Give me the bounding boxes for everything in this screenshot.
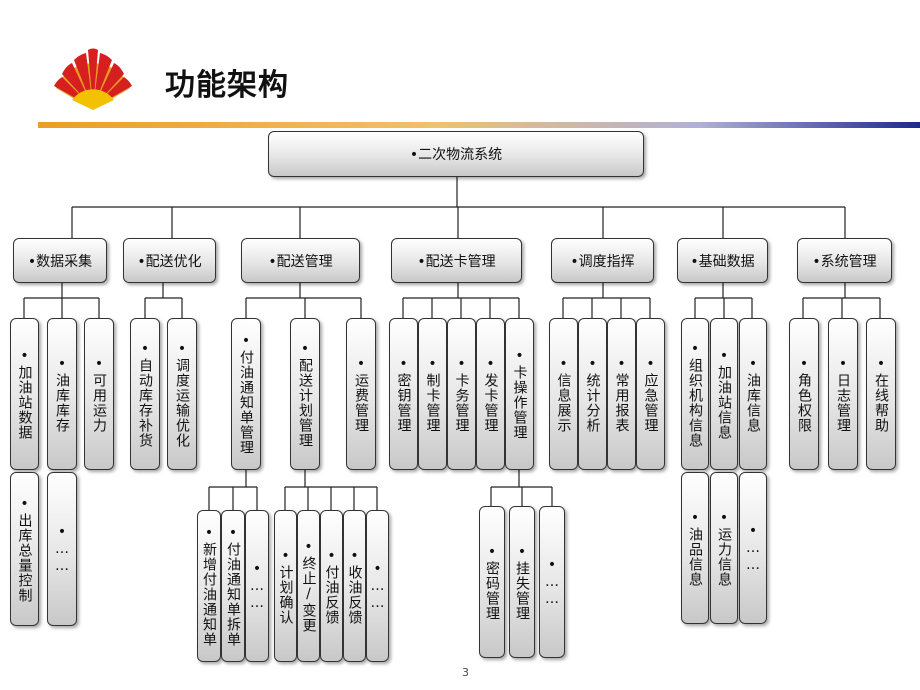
node-organization-info: •组织机构信息 (681, 318, 709, 470)
node-password-management: •密码管理 (479, 506, 505, 658)
group-delivery-management: •配送管理 (241, 238, 360, 283)
node-card-affairs: •卡务管理 (447, 318, 476, 470)
title-divider (38, 122, 920, 128)
group-basic-data: •基础数据 (677, 238, 768, 283)
node-new-notice: •新增付油通知单 (197, 510, 221, 662)
node-card-issuing: •发卡管理 (476, 318, 505, 470)
node-available-capacity: •可用运力 (84, 318, 114, 470)
node-online-help: •在线帮助 (866, 318, 896, 470)
node-freight-management: •运费管理 (346, 318, 376, 470)
node-emergency-management: •应急管理 (636, 318, 665, 470)
node-split-notice: •付油通知单拆单 (221, 510, 245, 662)
node-oil-product-info: •油品信息 (681, 472, 709, 624)
group-delivery-optimization: •配送优化 (123, 238, 216, 283)
node-outbound-control: •出库总量控制 (10, 472, 39, 626)
node-transport-optimization: •调度运输优化 (167, 318, 197, 470)
node-statistics: •统计分析 (578, 318, 607, 470)
node-station-data: •加油站数据 (10, 318, 39, 470)
page-title: 功能架构 (165, 68, 289, 103)
node-receipt-feedback: •收油反馈 (343, 510, 366, 662)
node-loss-report: •挂失管理 (509, 506, 535, 658)
node-more: •…… (366, 510, 389, 662)
node-delivery-feedback: •付油反馈 (320, 510, 343, 662)
node-more: •…… (739, 472, 767, 624)
node-delivery-notice-management: •付油通知单管理 (231, 318, 261, 470)
node-key-management: •密钥管理 (389, 318, 418, 470)
node-auto-replenish: •自动库存补货 (130, 318, 160, 470)
node-info-display: •信息展示 (549, 318, 578, 470)
page-number: 3 (462, 666, 469, 679)
node-more: •…… (245, 510, 269, 662)
node-card-operation: •卡操作管理 (505, 318, 534, 470)
group-system-management: •系统管理 (797, 238, 892, 283)
company-logo (54, 48, 132, 110)
node-depot-inventory: •油库库存 (47, 318, 77, 470)
node-more: •…… (539, 506, 565, 658)
node-more: •…… (47, 472, 77, 626)
node-delivery-plan-management: •配送计划管理 (290, 318, 320, 470)
node-log-management: •日志管理 (828, 318, 858, 470)
node-depot-info: •油库信息 (739, 318, 767, 470)
node-plan-confirm: •计划确认 (274, 510, 297, 662)
node-capacity-info: •运力信息 (710, 472, 738, 624)
node-reports: •常用报表 (607, 318, 636, 470)
node-station-info: •加油站信息 (710, 318, 738, 470)
root-node: •二次物流系统 (268, 131, 644, 177)
node-terminate-change: •终止/变更 (297, 510, 320, 662)
node-card-making: •制卡管理 (418, 318, 447, 470)
group-dispatch-command: •调度指挥 (551, 238, 654, 283)
group-delivery-card-management: •配送卡管理 (391, 238, 522, 283)
node-role-permissions: •角色权限 (789, 318, 819, 470)
group-data-collection: •数据采集 (13, 238, 107, 283)
